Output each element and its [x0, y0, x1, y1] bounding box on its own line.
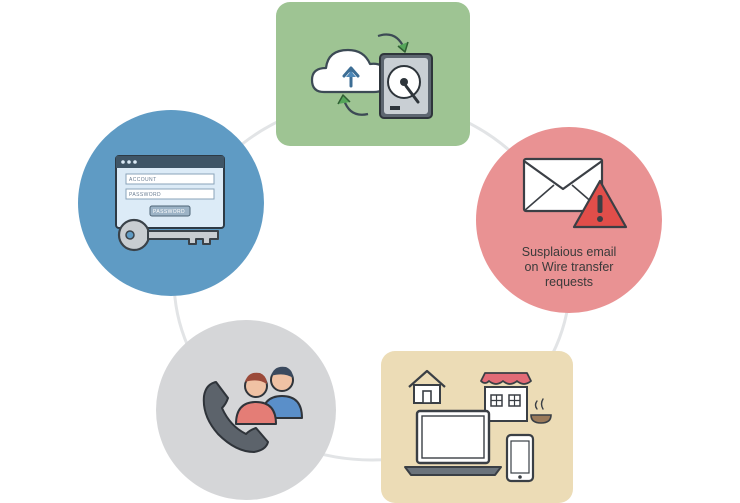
- cloud-upload-icon: [310, 48, 390, 94]
- backup-illustration: [310, 33, 433, 119]
- phone-illustration: [202, 366, 303, 453]
- house-icon: [408, 369, 446, 404]
- password-field-label: PASSWORD: [129, 192, 161, 198]
- key-icon: [117, 218, 219, 252]
- sync-arrows-icon: [337, 33, 409, 116]
- envelope-icon: [522, 157, 604, 213]
- login-window-icon: ACCOUNT PASSWORD PASSWORD: [115, 155, 225, 229]
- remote-work-illustration: [404, 369, 552, 483]
- laptop-icon: [404, 409, 502, 476]
- coffee-cup-icon: [530, 398, 552, 424]
- phishing-email-node: Susplaious email on Wire transfer reques…: [476, 127, 662, 313]
- password-button-label: PASSWORD: [153, 209, 185, 215]
- login-credentials-node: ACCOUNT PASSWORD PASSWORD: [78, 110, 264, 296]
- smartphone-icon: [505, 433, 535, 483]
- account-field-label: ACCOUNT: [129, 177, 157, 183]
- phishing-caption: Susplaious email on Wire transfer reques…: [506, 245, 632, 290]
- caption-line-1: Susplaious email: [521, 245, 617, 259]
- login-illustration: ACCOUNT PASSWORD PASSWORD: [115, 155, 225, 252]
- caption-line-2: on Wire transfer: [524, 260, 614, 274]
- remote-work-node: [381, 351, 573, 503]
- warning-triangle-icon: [572, 179, 628, 229]
- shop-icon: [480, 372, 532, 422]
- hard-drive-icon: [379, 53, 433, 119]
- people-icon: [235, 366, 303, 425]
- phone-social-node: [156, 320, 336, 500]
- phone-handset-icon: [202, 381, 269, 453]
- caption-line-3: requests: [545, 275, 593, 289]
- phishing-illustration: [522, 157, 628, 229]
- backup-node: [276, 2, 470, 146]
